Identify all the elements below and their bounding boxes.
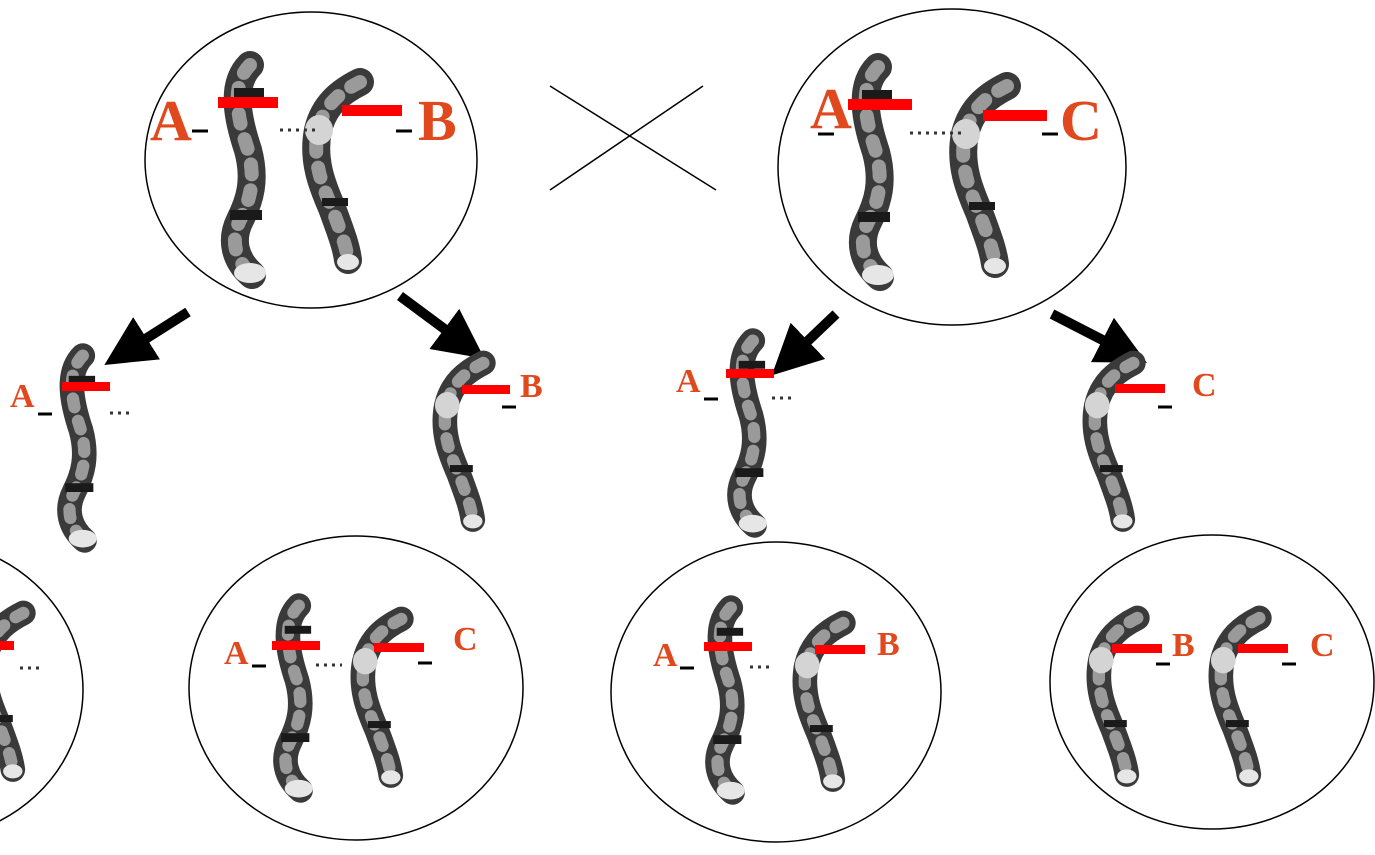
offspring-2-circle (188, 535, 524, 841)
allele-label-b: B (418, 88, 457, 153)
gamete-label-c: C (1192, 367, 1217, 404)
allele-marker-c (983, 110, 1047, 121)
allele-marker-a (272, 641, 320, 650)
offspring-4: B C (1049, 534, 1375, 830)
gamete-label-b: B (520, 368, 543, 405)
allele-label-b: B (1172, 627, 1195, 664)
arrow (771, 310, 840, 376)
allele-marker-b (1112, 644, 1162, 653)
allele-marker-a (218, 97, 278, 108)
allele-marker-c (1115, 384, 1165, 393)
parent-2-circle (777, 8, 1127, 326)
allele-marker-c (374, 643, 424, 652)
gamete-2: B (435, 363, 543, 528)
parent-2: A C (777, 8, 1127, 326)
allele-label-a: A (653, 637, 678, 674)
offspring-3: A B (610, 541, 942, 843)
allele-marker-b (342, 105, 402, 116)
allele-marker-b (462, 385, 510, 394)
offspring-2: A C (188, 535, 524, 841)
gamete-label-a: A (676, 363, 701, 400)
gamete-1: A (10, 356, 130, 548)
allele-marker-a (848, 99, 912, 110)
parent-1-circle (144, 11, 478, 309)
gamete-4: C (1085, 363, 1217, 528)
offspring-1-circle (0, 558, 84, 822)
allele-label-a: A (150, 88, 192, 153)
allele-label-c: C (453, 621, 478, 658)
allele-marker-a (726, 369, 774, 378)
allele-label-a: A (810, 76, 852, 141)
allele-marker-b (815, 645, 865, 654)
allele-label-c: C (1060, 88, 1102, 153)
allele-label-b: B (877, 626, 900, 663)
offspring-4-circle (1049, 534, 1375, 830)
offspring-1 (0, 558, 84, 822)
allele-marker-a (704, 642, 752, 651)
arrow (1049, 309, 1147, 363)
allele-label-c: C (1310, 627, 1335, 664)
allele-marker-a (62, 382, 110, 391)
gamete-3: A (676, 341, 796, 533)
arrow (104, 307, 191, 365)
allele-marker (0, 641, 14, 650)
parent-1: A B (144, 11, 478, 309)
offspring-3-circle (610, 541, 942, 843)
gamete-label-a: A (10, 378, 35, 415)
arrow (397, 291, 485, 359)
allele-label-a: A (224, 635, 249, 672)
cross-symbol (549, 85, 717, 191)
segregation-arrows (104, 291, 1147, 376)
allele-marker-c (1238, 644, 1288, 653)
